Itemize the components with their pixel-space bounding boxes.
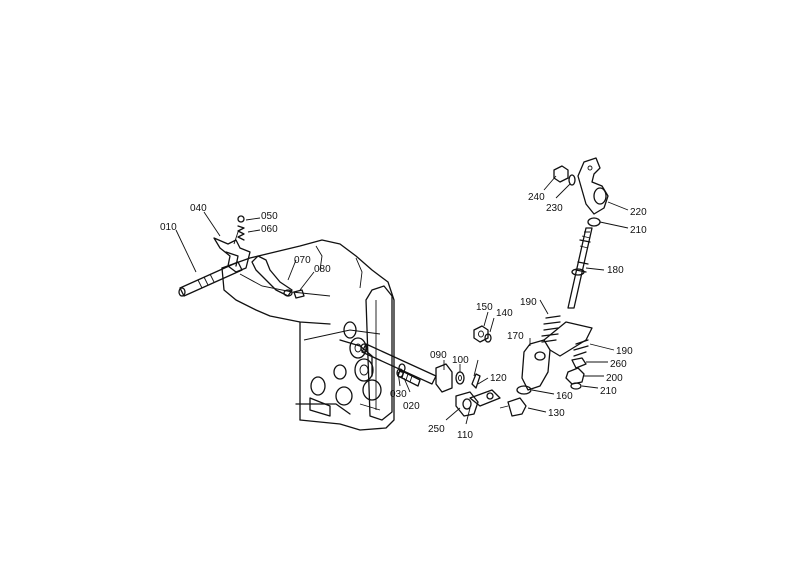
ball-joint-130	[499, 397, 527, 417]
label-090: 090	[430, 350, 447, 361]
label-170: 170	[507, 331, 524, 342]
label-240: 240	[528, 192, 545, 203]
label-130: 130	[548, 408, 565, 419]
pin-120	[471, 359, 481, 389]
washer-210b	[570, 382, 582, 390]
label-140: 140	[496, 308, 513, 319]
label-080: 080	[314, 264, 331, 275]
bracket-170	[521, 321, 593, 391]
lever-110	[469, 389, 501, 407]
nut-240	[553, 165, 569, 183]
part-labels: 010 040 050 060 070 080 030 020 090 100 …	[160, 192, 647, 441]
label-230: 230	[546, 203, 563, 214]
label-020: 020	[403, 401, 420, 412]
shift-fork-040	[213, 229, 251, 273]
collar-100	[455, 371, 465, 385]
label-180: 180	[607, 265, 624, 276]
lever-250	[455, 391, 479, 417]
spring-190b	[573, 339, 589, 357]
control-rod-180	[567, 227, 593, 309]
joint-220	[577, 157, 609, 215]
transmission-housing	[221, 239, 395, 431]
pin-080	[293, 289, 305, 299]
label-210-upper: 210	[630, 225, 647, 236]
label-250: 250	[428, 424, 445, 435]
nut-150	[473, 325, 489, 343]
label-220: 220	[630, 207, 647, 218]
washer-230	[568, 174, 576, 186]
nut-260	[571, 357, 587, 369]
label-060: 060	[261, 224, 278, 235]
label-100: 100	[452, 355, 469, 366]
label-110: 110	[457, 430, 473, 441]
label-040: 040	[190, 203, 207, 214]
label-190-lower: 190	[616, 346, 633, 357]
label-260: 260	[610, 359, 627, 370]
washer-160	[516, 385, 532, 395]
nut-200	[565, 367, 585, 385]
washer-030	[398, 363, 406, 373]
link-rod-070	[251, 255, 293, 297]
washer-140	[484, 333, 492, 343]
spring-190	[541, 315, 561, 343]
leader-lines	[175, 175, 629, 425]
label-070: 070	[294, 255, 311, 266]
label-210-lower: 210	[600, 386, 617, 397]
shaft-030	[360, 343, 437, 385]
shift-rod-010	[178, 261, 243, 297]
label-120: 120	[490, 373, 507, 384]
ball-050	[237, 215, 245, 223]
label-160: 160	[556, 391, 573, 402]
spring-060	[237, 225, 245, 241]
washer-210a	[587, 217, 601, 227]
label-150: 150	[476, 302, 493, 313]
label-200: 200	[606, 373, 623, 384]
label-030: 030	[390, 389, 407, 400]
label-050: 050	[261, 211, 278, 222]
label-190-upper: 190	[520, 297, 537, 308]
label-010: 010	[160, 222, 177, 233]
arm-090	[435, 363, 453, 393]
